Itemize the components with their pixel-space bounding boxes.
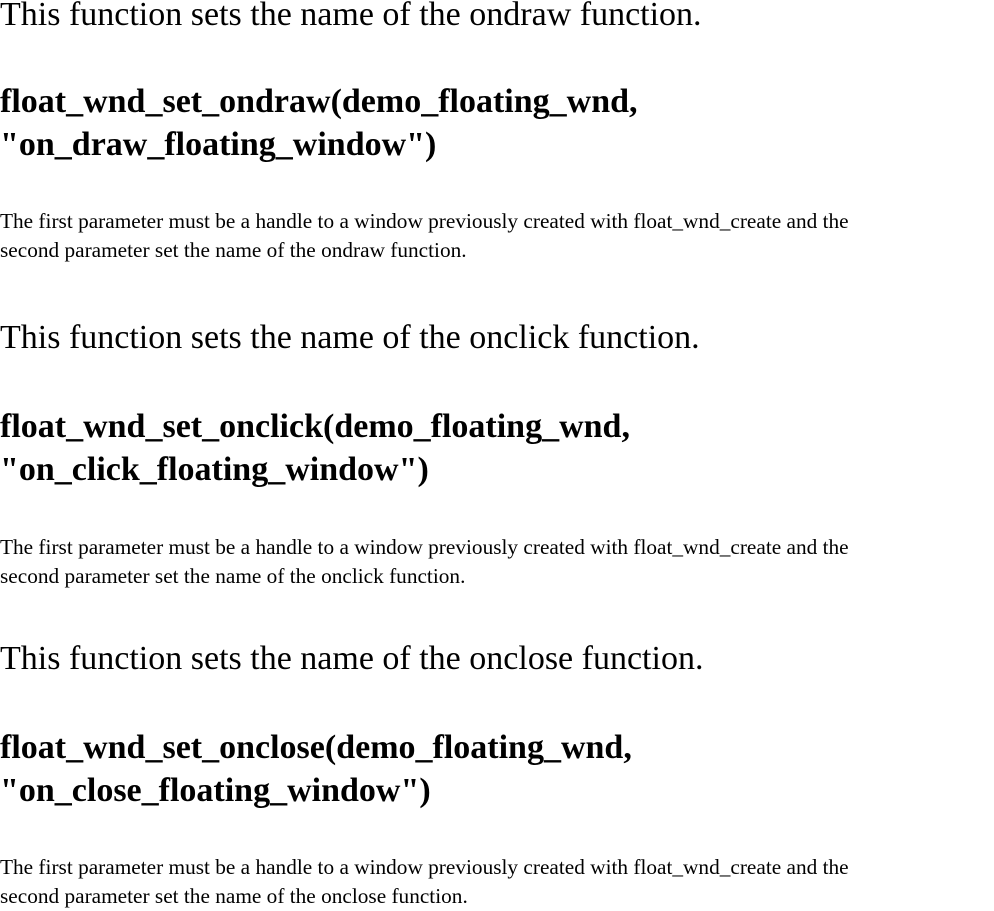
code-line: float_wnd_set_ondraw(demo_floating_wnd, xyxy=(0,83,638,120)
section-description: The first parameter must be a handle to … xyxy=(0,533,994,591)
section-description: The first parameter must be a handle to … xyxy=(0,207,994,265)
code-example: float_wnd_set_onclick(demo_floating_wnd,… xyxy=(0,405,630,491)
description-line: The first parameter must be a handle to … xyxy=(0,209,849,233)
section-intro: This function sets the name of the oncli… xyxy=(0,319,700,356)
description-line: second parameter set the name of the onc… xyxy=(0,564,466,588)
description-line: second parameter set the name of the ond… xyxy=(0,238,467,262)
description-line: second parameter set the name of the onc… xyxy=(0,884,468,908)
section-intro: This function sets the name of the ondra… xyxy=(0,0,702,33)
description-line: The first parameter must be a handle to … xyxy=(0,855,849,879)
code-line: float_wnd_set_onclose(demo_floating_wnd, xyxy=(0,729,632,766)
code-line: "on_close_floating_window") xyxy=(0,772,431,809)
section-intro: This function sets the name of the onclo… xyxy=(0,640,704,677)
code-example: float_wnd_set_onclose(demo_floating_wnd,… xyxy=(0,726,632,812)
code-line: "on_click_floating_window") xyxy=(0,451,429,488)
code-example: float_wnd_set_ondraw(demo_floating_wnd, … xyxy=(0,80,638,166)
description-line: The first parameter must be a handle to … xyxy=(0,535,849,559)
section-description: The first parameter must be a handle to … xyxy=(0,853,994,911)
code-line: "on_draw_floating_window") xyxy=(0,126,437,163)
code-line: float_wnd_set_onclick(demo_floating_wnd, xyxy=(0,408,630,445)
